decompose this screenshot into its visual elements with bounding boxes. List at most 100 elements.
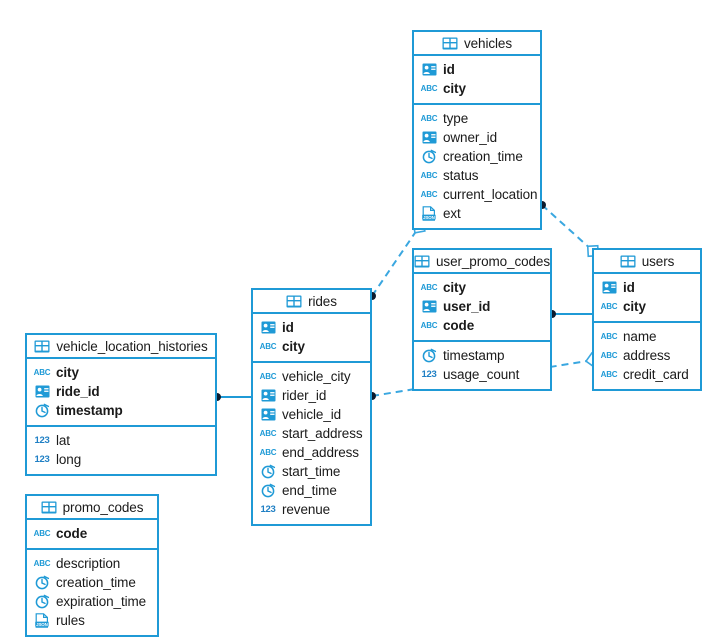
relationship-user_promo_codes-to-users[interactable] <box>548 310 592 318</box>
field-label: revenue <box>282 502 331 517</box>
field-label: start_time <box>282 464 341 479</box>
field-label: city <box>282 339 305 354</box>
field-label: user_id <box>443 299 491 314</box>
entity-header-vehicle_location_histories[interactable]: vehicle_location_histories <box>27 335 215 359</box>
field-label: city <box>56 365 79 380</box>
field-rides-end_time[interactable]: end_time <box>253 481 370 500</box>
table-icon <box>620 253 636 269</box>
field-vehicles-id[interactable]: id <box>414 60 540 79</box>
field-rides-rider_id[interactable]: rider_id <box>253 386 370 405</box>
field-label: creation_time <box>56 575 136 590</box>
json-icon: JSON <box>421 206 437 222</box>
field-label: timestamp <box>443 348 505 363</box>
field-rides-vehicle_id[interactable]: vehicle_id <box>253 405 370 424</box>
table-icon <box>442 35 458 51</box>
entity-title: promo_codes <box>62 499 144 515</box>
field-label: description <box>56 556 121 571</box>
id-icon <box>421 62 437 78</box>
table-icon <box>286 293 302 309</box>
field-label: credit_card <box>623 367 689 382</box>
entity-header-promo_codes[interactable]: promo_codes <box>27 496 157 520</box>
field-vehicles-creation_time[interactable]: creation_time <box>414 147 540 166</box>
field-label: creation_time <box>443 149 523 164</box>
field-promo_codes-rules[interactable]: JSON rules <box>27 611 157 630</box>
field-user_promo_codes-timestamp[interactable]: timestamp <box>414 346 550 365</box>
field-label: id <box>282 320 294 335</box>
field-label: type <box>443 111 469 126</box>
abc-icon: ABC <box>600 302 618 311</box>
relationship-vehicle_location_histories-to-rides[interactable] <box>213 393 251 401</box>
table-icon <box>41 499 57 515</box>
field-vehicles-type[interactable]: ABC type <box>414 109 540 128</box>
field-vehicle_location_histories-timestamp[interactable]: timestamp <box>27 401 215 420</box>
entity-title: vehicle_location_histories <box>56 338 208 354</box>
field-users-id[interactable]: id <box>594 278 700 297</box>
field-label: address <box>623 348 671 363</box>
abc-icon: ABC <box>259 429 277 438</box>
field-label: usage_count <box>443 367 520 382</box>
entity-title: rides <box>308 293 337 309</box>
svg-text:JSON: JSON <box>36 622 48 627</box>
field-vehicles-owner_id[interactable]: owner_id <box>414 128 540 147</box>
field-user_promo_codes-user_id[interactable]: user_id <box>414 297 550 316</box>
clock-icon <box>34 403 50 419</box>
id-icon <box>421 130 437 146</box>
num-icon: 123 <box>34 454 50 465</box>
field-rides-start_time[interactable]: start_time <box>253 462 370 481</box>
abc-icon: ABC <box>259 372 277 381</box>
field-promo_codes-creation_time[interactable]: creation_time <box>27 573 157 592</box>
id-icon <box>260 388 276 404</box>
field-label: city <box>443 280 466 295</box>
entity-header-users[interactable]: users <box>594 250 700 274</box>
edge-line <box>541 204 594 252</box>
field-label: rules <box>56 613 85 628</box>
json-icon: JSON <box>34 613 50 629</box>
field-promo_codes-expiration_time[interactable]: expiration_time <box>27 592 157 611</box>
field-rides-id[interactable]: id <box>253 318 370 337</box>
field-label: code <box>443 318 475 333</box>
abc-icon: ABC <box>33 529 51 538</box>
entity-header-rides[interactable]: rides <box>253 290 370 314</box>
entity-header-user_promo_codes[interactable]: user_promo_codes <box>414 250 550 274</box>
entity-header-vehicles[interactable]: vehicles <box>414 32 540 56</box>
field-vehicle_location_histories-ride_id[interactable]: ride_id <box>27 382 215 401</box>
abc-icon: ABC <box>420 114 438 123</box>
